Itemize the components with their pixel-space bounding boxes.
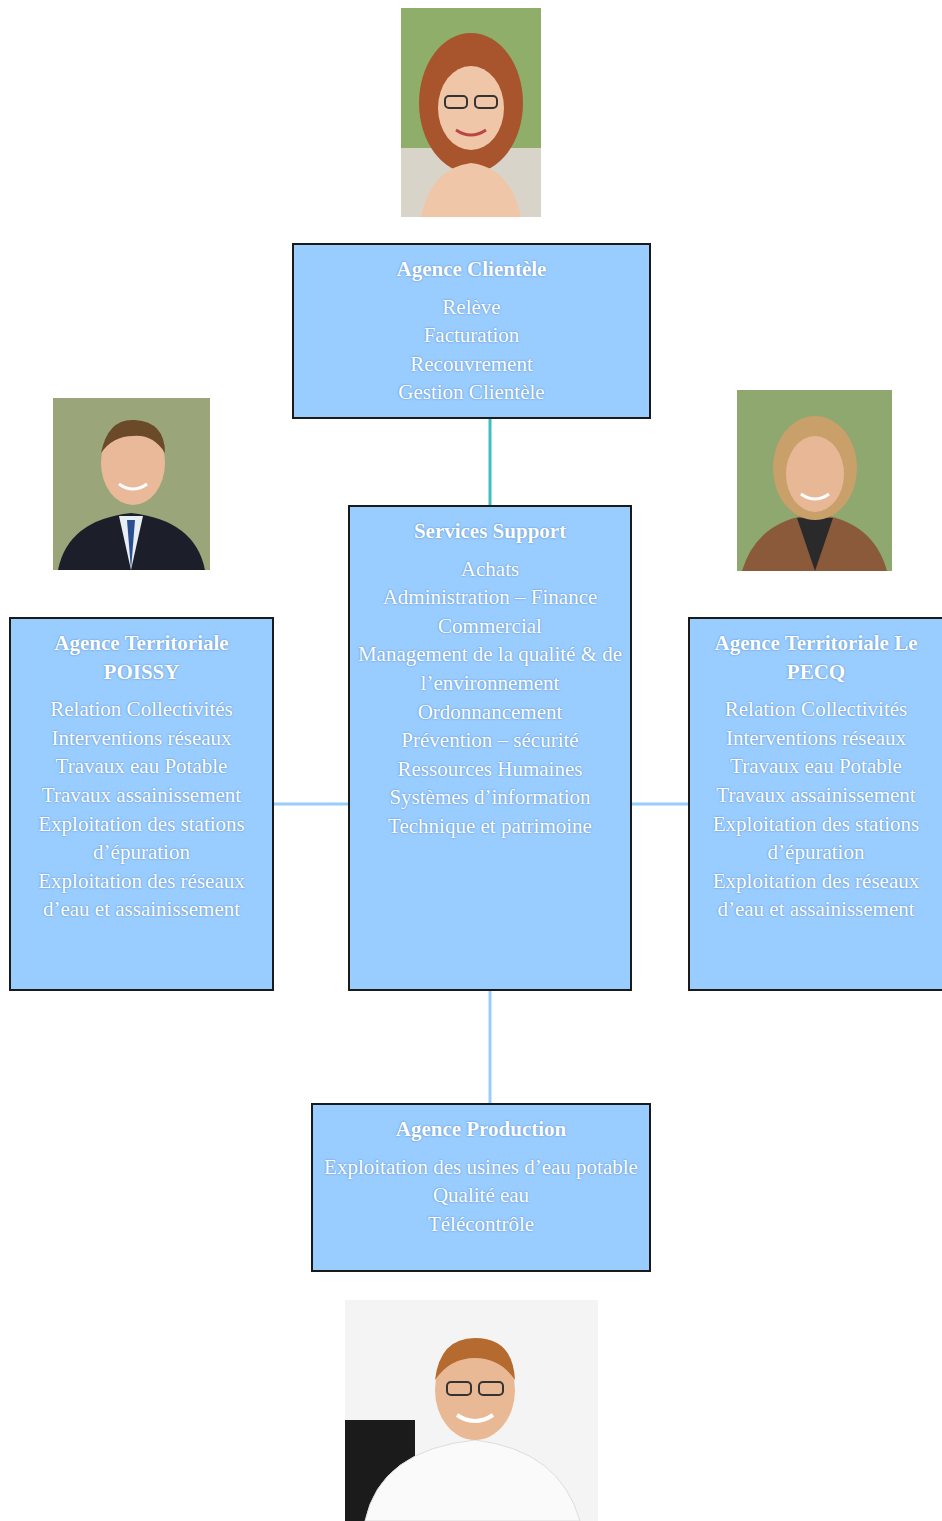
box-item: Prévention – sécurité	[356, 726, 624, 755]
org-box: Services SupportAchatsAdministration – F…	[348, 505, 632, 991]
box-item: Qualité eau	[319, 1181, 643, 1210]
portrait-photo	[53, 398, 210, 570]
portrait-photo	[401, 8, 541, 217]
box-item: Travaux eau Potable	[696, 752, 936, 781]
connector-line	[632, 803, 688, 806]
box-item: Achats	[356, 555, 624, 584]
box-heading: Agence Clientèle	[300, 255, 643, 284]
box-heading: Agence Territoriale POISSY	[17, 629, 266, 686]
box-item: Travaux assainissement	[696, 781, 936, 810]
box-item: Télécontrôle	[319, 1210, 643, 1239]
box-heading: Agence Production	[319, 1115, 643, 1144]
box-item: Relève	[300, 293, 643, 322]
box-item: Management de la qualité & de l’environn…	[356, 640, 624, 697]
portrait-photo	[345, 1300, 598, 1521]
box-item: Commercial	[356, 612, 624, 641]
connector-line	[489, 419, 492, 505]
box-item: Interventions réseaux	[17, 724, 266, 753]
portrait-photo	[737, 390, 892, 571]
box-item: Recouvrement	[300, 350, 643, 379]
box-item: Relation Collectivités	[696, 695, 936, 724]
box-item: Exploitation des stations d’épuration	[696, 810, 936, 867]
org-box: Agence ProductionExploitation des usines…	[311, 1103, 651, 1272]
box-item: Exploitation des stations d’épuration	[17, 810, 266, 867]
box-item: Ordonnancement	[356, 698, 624, 727]
org-box: Agence Territoriale Le PECQ Relation Coll…	[688, 617, 942, 991]
box-item: Facturation	[300, 321, 643, 350]
box-item: Ressources Humaines	[356, 755, 624, 784]
box-item: Systèmes d’information	[356, 783, 624, 812]
org-box: Agence ClientèleRelèveFacturationRecouvr…	[292, 243, 651, 419]
connector-line	[274, 803, 348, 806]
box-item: Relation Collectivités	[17, 695, 266, 724]
box-item: Exploitation des réseaux d’eau et assain…	[17, 867, 266, 924]
box-item: Travaux assainissement	[17, 781, 266, 810]
box-item: Technique et patrimoine	[356, 812, 624, 841]
box-item: Interventions réseaux	[696, 724, 936, 753]
box-item: Exploitation des réseaux d’eau et assain…	[696, 867, 936, 924]
box-item: Gestion Clientèle	[300, 378, 643, 407]
box-item: Travaux eau Potable	[17, 752, 266, 781]
org-box: Agence Territoriale POISSY Relation Colle…	[9, 617, 274, 991]
box-heading: Services Support	[356, 517, 624, 546]
box-item: Exploitation des usines d’eau potable	[319, 1153, 643, 1182]
box-heading: Agence Territoriale Le PECQ	[696, 629, 936, 686]
box-item: Administration – Finance	[356, 583, 624, 612]
connector-line	[489, 991, 492, 1103]
